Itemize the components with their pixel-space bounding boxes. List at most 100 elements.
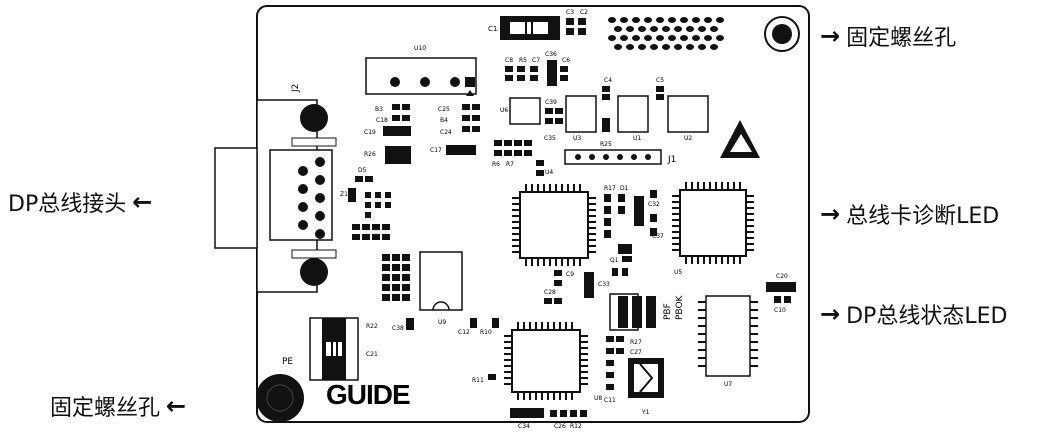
c19-label: C19 <box>364 129 376 136</box>
mounting-hole-bottom-left <box>256 374 304 422</box>
c7-label: C7 <box>532 57 540 64</box>
c39-pads <box>545 108 563 124</box>
c20-capacitor <box>766 282 796 292</box>
pbf-label: PBF <box>663 303 673 320</box>
c1-capacitor <box>500 16 560 40</box>
d5-label: D5 <box>358 167 367 174</box>
guide-logo: GUIDE <box>326 379 410 410</box>
u8-qfp-chip <box>504 322 588 400</box>
u10-label: U10 <box>414 45 426 52</box>
u1-chip <box>617 95 649 133</box>
arrow-right-icon: → <box>820 200 841 228</box>
dp-connector <box>214 99 337 293</box>
small-pads-lower-centre <box>544 270 594 304</box>
u3-chip <box>565 95 597 133</box>
header-connector-dots <box>608 17 724 50</box>
y1-label: Y1 <box>641 409 650 416</box>
c33-label: C33 <box>598 281 610 288</box>
c10-pads <box>774 296 791 303</box>
c36-capacitor <box>547 60 557 86</box>
callout-bottom-left-hole: 固定螺丝孔 ← <box>50 390 186 422</box>
c3-label: C3 <box>566 9 574 16</box>
c25-label: C25 <box>438 106 450 113</box>
c9-label: C9 <box>566 271 574 278</box>
u8-label: U8 <box>594 395 602 402</box>
label-dp-status-led: DP总线状态LED <box>846 304 1008 329</box>
u6-label: U6 <box>500 107 508 114</box>
c34-capacitor <box>510 408 544 418</box>
u3-label: U3 <box>573 135 581 142</box>
c21-capacitor <box>309 317 359 381</box>
r22-label: R22 <box>366 323 378 330</box>
c4-label: C4 <box>604 77 612 84</box>
small-pads-bottom <box>550 410 587 417</box>
r25-label: R25 <box>600 141 612 148</box>
u5-label: U5 <box>674 269 682 276</box>
mounting-hole-top-right <box>764 16 800 52</box>
r25-pad <box>602 118 610 132</box>
c27-label: C27 <box>630 349 642 356</box>
q1-label: Q1 <box>610 257 619 264</box>
small-pads-misc <box>494 140 544 176</box>
label-dp-connector: DP总线接头 <box>8 192 127 217</box>
u2-label: U2 <box>684 135 692 142</box>
c24-label: C24 <box>440 129 452 136</box>
c35-label: C35 <box>544 135 556 142</box>
label-top-right-hole: 固定螺丝孔 <box>846 26 957 51</box>
u7-chip <box>698 295 758 377</box>
u10-component <box>365 57 477 96</box>
arrow-right-icon: → <box>820 300 841 328</box>
r5-label: R5 <box>519 57 527 64</box>
r17-label: R17 <box>604 185 616 192</box>
c36-label: C36 <box>545 51 557 58</box>
r6-label: R6 <box>492 161 500 168</box>
arrow-left-icon: ← <box>132 188 153 216</box>
c39-label: C39 <box>545 99 557 106</box>
c12-label: C12 <box>458 329 470 336</box>
b3-label: B3 <box>375 106 383 113</box>
r27-label: R27 <box>630 339 642 346</box>
c38-label: C38 <box>392 325 404 332</box>
j2-label: J2 <box>291 84 301 93</box>
c2-c3-pads <box>566 18 586 35</box>
small-pads-mid-left <box>383 104 480 164</box>
c17-label: C17 <box>430 147 442 154</box>
u4-qfp-chip <box>512 184 596 266</box>
label-card-diag-led: 总线卡诊断LED <box>846 204 1000 229</box>
c37-label: C37 <box>652 233 664 240</box>
u9-label: U9 <box>438 319 446 326</box>
callout-dp-connector: DP总线接头 ← <box>8 186 152 218</box>
small-pads-left-mid <box>348 176 391 240</box>
resistor-array-left <box>382 254 410 301</box>
z1-label: Z1 <box>340 191 348 198</box>
c8-label: C8 <box>505 57 513 64</box>
c4-c5-pads <box>602 86 664 100</box>
c38-pad <box>406 318 414 330</box>
c1-label: C1 <box>488 25 497 33</box>
u9-chip <box>419 251 463 311</box>
esd-warning-icon <box>720 120 760 158</box>
j1-header <box>564 149 662 165</box>
arrow-right-icon: → <box>820 22 841 50</box>
u1-label: U1 <box>633 135 641 142</box>
r26-label: R26 <box>364 151 376 158</box>
pbf-pbok-leds <box>609 293 656 331</box>
pe-label: PE <box>282 357 293 367</box>
u7-label: U7 <box>724 381 732 388</box>
c10-label: C10 <box>774 307 786 314</box>
c34-label: C34 <box>518 423 530 430</box>
pbok-label: PBOK <box>675 294 685 320</box>
r11-label: R11 <box>472 377 484 384</box>
c2-label: C2 <box>580 9 588 16</box>
b4-label: B4 <box>440 117 448 124</box>
y1-crystal <box>628 358 664 398</box>
c6-label: C6 <box>562 57 570 64</box>
c26-label: C26 <box>554 423 566 430</box>
callout-card-diag-led: → 总线卡诊断LED <box>820 198 999 230</box>
arrow-left-icon: ← <box>166 392 187 420</box>
u2-chip <box>667 95 709 133</box>
callout-top-right-hole: → 固定螺丝孔 <box>820 20 956 52</box>
small-pads-lower <box>470 318 624 390</box>
u6-chip <box>509 97 541 125</box>
